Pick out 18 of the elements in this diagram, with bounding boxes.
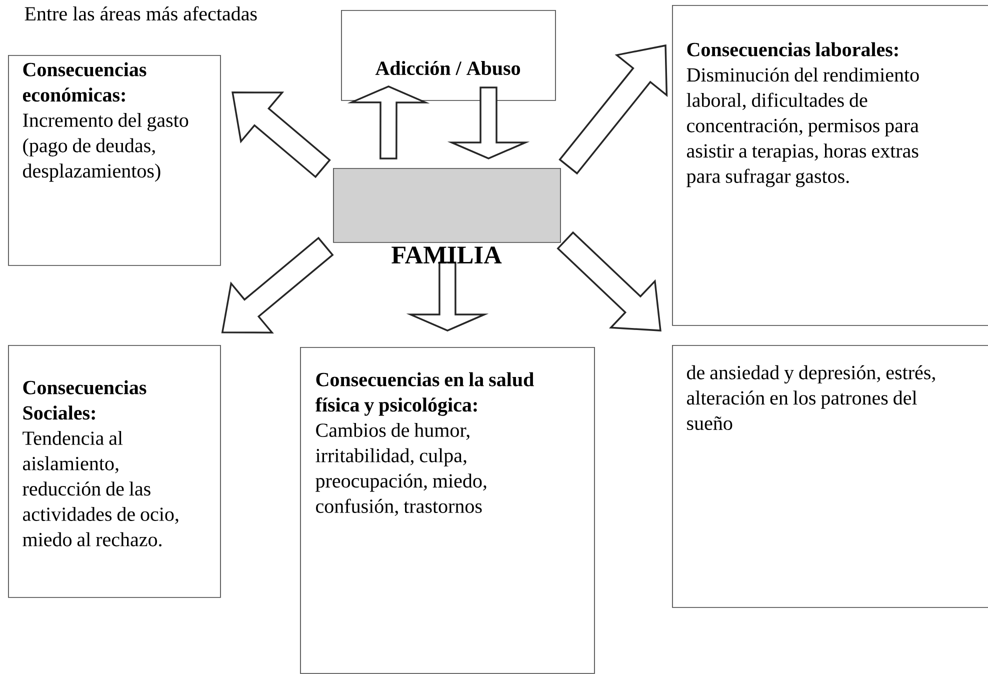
box-label: FAMILIA xyxy=(392,246,502,264)
block-arrow xyxy=(347,85,430,160)
text-box xyxy=(672,5,988,326)
text-box xyxy=(8,55,221,266)
box-text: Consecuencias en la salud física y psicológica: Cambios de humor, irritabilidad, culpa, preocupación, miedo, confusión, trastornos xyxy=(315,372,534,516)
block-arrow xyxy=(447,86,530,160)
text-box xyxy=(8,345,221,598)
block-arrow xyxy=(406,262,489,332)
box-text: de ansiedad y depresión, estrés, alteración en los patrones del sueño xyxy=(686,365,935,430)
text-box xyxy=(672,345,988,608)
family-box xyxy=(333,168,561,243)
box-label: Adicción / Abuso xyxy=(375,60,520,76)
text-box xyxy=(300,347,595,674)
box-text: Consecuencias laborales: Disminución del rendimiento laboral, dificultades de concentración, permisos para asistir a terapias, horas extras para sufragar gastos. xyxy=(686,42,919,188)
text-box xyxy=(341,10,556,101)
box-text: Consecuencias económicas: Incremento del gasto (pago de deudas, desplazamientos) xyxy=(22,62,188,182)
box-text: Consecuencias Sociales: Tendencia al aislamiento, reducción de las actividades de ocio, miedo al rechazo. xyxy=(22,380,178,546)
title: Entre las áreas más afectadas xyxy=(24,6,257,21)
